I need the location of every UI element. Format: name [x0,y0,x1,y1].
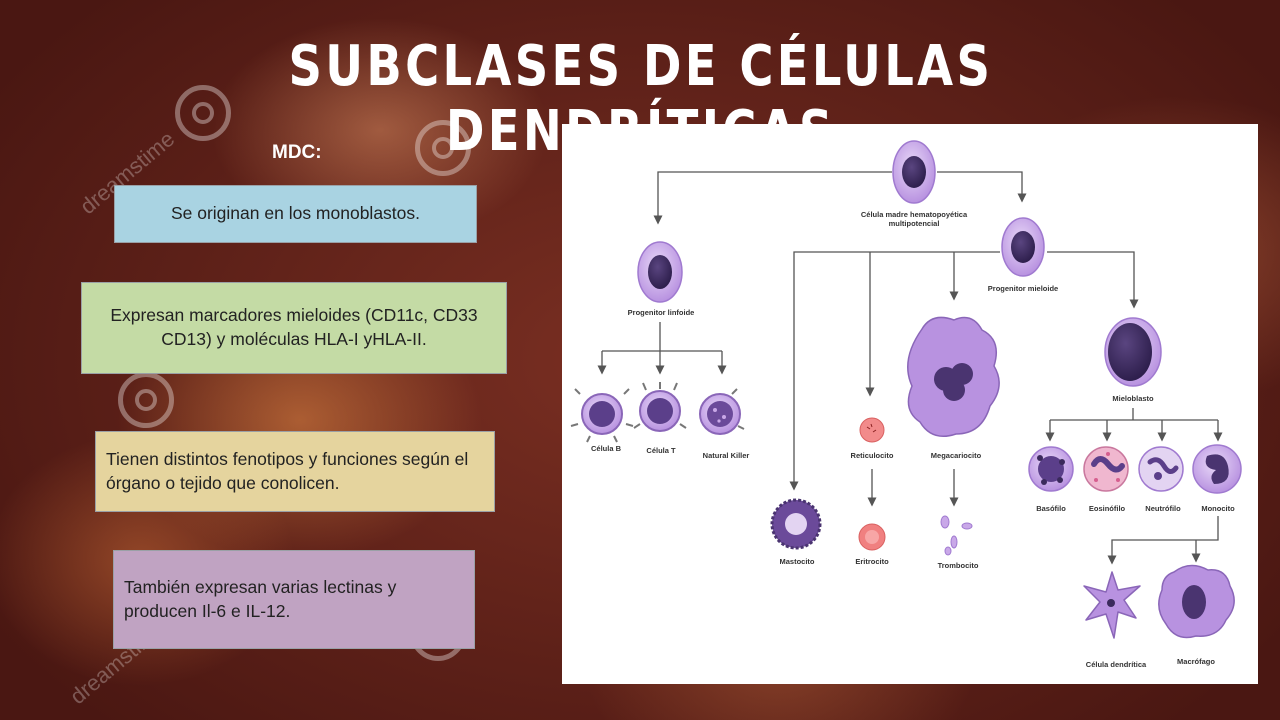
label-mast-cell: Mastocito [779,557,815,566]
section-label: MDC: [272,142,322,163]
reticulocyte-cell [859,417,885,443]
eosinophil-cell [1083,446,1129,492]
diagram-drawing [570,140,1242,639]
myeloblast-cell [1104,317,1162,387]
dendritic-cell [1083,571,1141,639]
info-box-text: Tienen distintos fenotipos y funciones s… [106,448,469,493]
label-erythrocyte: Eritrocito [855,557,889,566]
megakaryocyte-cell [907,316,1000,437]
watermark-spiral-icon [415,120,471,176]
label-nk-cell: Natural Killer [702,451,750,460]
label-stem-cell: Célula madre hematopoyética multipotenci… [861,210,967,228]
myeloid-progenitor-cell [1001,217,1045,277]
info-box-text: También expresan varias lectinas y produ… [124,576,397,621]
connector-lines [597,171,1223,565]
info-box-phenotypes: Tienen distintos fenotipos y funciones s… [95,431,495,512]
watermark-spiral-icon [118,372,174,428]
info-box-markers: Expresan marcadores mieloides (CD11c, CD… [81,282,507,374]
stem-cell [892,140,936,204]
macrophage-cell [1158,564,1235,639]
b-cell [570,388,634,443]
neutrophil-cell [1138,446,1184,492]
label-megakaryocyte: Megacariocito [930,451,982,460]
label-basophil: Basófilo [1036,504,1066,513]
label-lymphoid-progenitor: Progenitor linfoide [627,308,695,317]
label-stem-cell-line1: Célula madre hematopoyética [860,210,968,219]
info-box-lectins: También expresan varias lectinas y produ… [113,550,475,649]
info-box-text: Expresan marcadores mieloides (CD11c, CD… [110,305,478,349]
label-thrombocyte: Trombocito [937,561,979,570]
lymphoid-progenitor-cell [637,241,683,303]
t-cell [633,382,687,432]
nk-cell [699,388,745,435]
label-monocyte: Monocito [1201,504,1235,513]
basophil-cell [1028,446,1074,492]
label-macrophage: Macrófago [1177,657,1215,666]
label-neutrophil: Neutrófilo [1145,504,1181,513]
mast-cell [770,498,822,550]
watermark-spiral-icon [175,85,231,141]
label-myeloid-progenitor: Progenitor mieloide [987,284,1059,293]
hematopoiesis-diagram: Célula madre hematopoyética multipotenci… [562,124,1258,684]
label-t-cell: Célula T [646,446,676,455]
label-stem-cell-line2: multipotencial [888,219,940,228]
erythrocyte-cell [858,523,886,551]
label-myeloblast: Mieloblasto [1112,394,1154,403]
info-box-origin: Se originan en los monoblastos. [114,185,477,243]
monocyte-cell [1192,444,1242,494]
label-reticulocyte: Reticulocito [850,451,894,460]
label-dendritic-cell: Célula dendrítica [1085,660,1147,669]
thrombocyte-cells [940,515,973,556]
label-eosinophil: Eosinófilo [1088,504,1126,513]
label-b-cell: Célula B [590,444,622,453]
info-box-text: Se originan en los monoblastos. [170,203,421,224]
